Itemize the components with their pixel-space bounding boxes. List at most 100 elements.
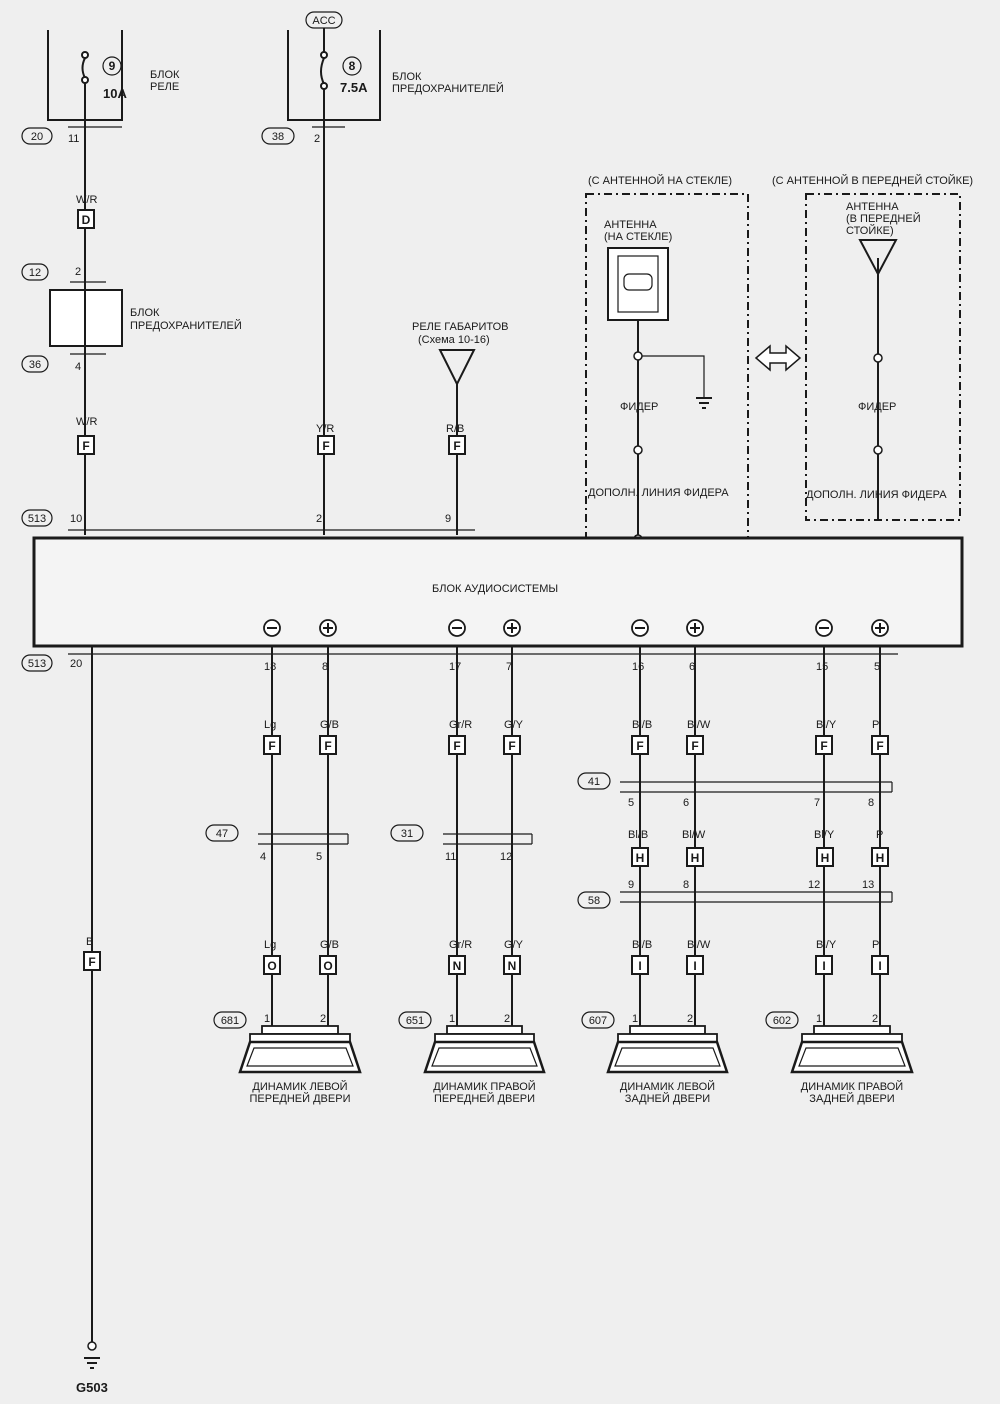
channel-4-bottom-wire-2: P [872,939,879,951]
conn58-pin-12: 12 [808,879,820,891]
parking-relay-label1: РЕЛЕ ГАБАРИТОВ [412,321,509,333]
fuse-block2-pin-bottom: 4 [75,361,81,373]
channel-3-speaker-connector: 607 [589,1015,607,1027]
minus-symbol-2 [448,619,466,637]
relay-fuse-rating: 10A [103,86,127,101]
channel-2-bottom-wire-1: Gr/R [449,939,472,951]
channel-2-pin-2: 7 [506,661,512,673]
channel-4-speaker-pin-1: 1 [816,1013,822,1025]
wire-yr: Y/R [316,423,334,435]
channel-1-conn-f-label-1: F [268,739,275,753]
conn41-pin-5: 5 [628,797,634,809]
acc-fuse-rating: 7.5A [340,80,368,95]
audio-unit: БЛОК АУДИОСИСТЕМЫ [32,536,964,648]
channel-3-speaker-pin-1: 1 [632,1013,638,1025]
wire-rb: R/B [446,423,464,435]
antenna-glass-extra-feeder: ДОПОЛН. ЛИНИЯ ФИДЕРА [588,487,729,499]
channel-2-speaker-connector: 651 [406,1015,424,1027]
parking-relay-label2: (Схема 10-16) [418,334,490,346]
conn58-pin-13: 13 [862,879,874,891]
channel-1-conn-bottom-label-1: O [267,959,276,973]
channel-2-speaker-pin-2: 2 [504,1013,510,1025]
channel-3-pin-2: 6 [689,661,695,673]
fuse-block-acc: ACC 8 7.5A БЛОК ПРЕДОХРАНИТЕЛЕЙ 38 2 [261,11,504,145]
rear-mid-wire-4: P [876,829,883,841]
channel-2-name-1: ДИНАМИК ПРАВОЙ [433,1080,535,1093]
antenna-pillar-label3: СТОЙКЕ) [846,224,894,237]
channel-3-name-2: ЗАДНЕЙ ДВЕРИ [625,1092,710,1105]
channel-2-name-2: ПЕРЕДНЕЙ ДВЕРИ [434,1092,535,1105]
antenna-glass-panel: (С АНТЕННОЙ НА СТЕКЛЕ) АНТЕННА (НА СТЕКЛ… [585,174,749,557]
channel-2-wire-1: Gr/R [449,719,472,731]
antenna-pillar-feeder: ФИДЕР [858,401,896,413]
plus-symbol-1 [319,619,337,637]
ground-connector-f: F [88,955,95,969]
antenna-glass-feeder: ФИДЕР [620,401,658,413]
channel-2-mid-connector: 31 [401,828,413,840]
channel-4-conn-bottom-2 [871,955,889,975]
channel-3-conn-bottom-1 [631,955,649,975]
channel-3-conn-f-label-2: F [691,739,698,753]
channel-2-conn-bottom-label-1: N [453,959,462,973]
rear-conn-h-3: H [821,851,830,865]
channel-3-conn-f-2 [686,735,704,755]
fuse-block2-label2: ПРЕДОХРАНИТЕЛЕЙ [130,319,242,332]
channel-3-pin-1: 16 [632,661,644,673]
channel-2-conn-f-2 [503,735,521,755]
channel-2-wire-2: G/Y [504,719,524,731]
channel-2-conn-bottom-2 [503,955,521,975]
channel-3-wire-1: Bl/B [632,719,652,731]
channel-2-pin-1: 17 [449,661,461,673]
conn58-pin-9: 9 [628,879,634,891]
relay-block-label2: РЕЛЕ [150,81,179,93]
wire-wr: W/R [76,416,97,428]
relay-block: 9 10A БЛОК РЕЛЕ 20 11 [21,30,180,145]
channel-1-conn-bottom-2 [319,955,337,975]
channel-4-speaker-pin-2: 2 [872,1013,878,1025]
speaker-icon-3 [606,1025,729,1074]
channel-3-wire-2: Bl/W [687,719,711,731]
antenna-pillar-extra-feeder: ДОПОЛН. ЛИНИЯ ФИДЕРА [806,489,947,501]
connector-58: 58 9 8 12 13 [577,879,893,909]
channel-4-wire-1: Bl/Y [816,719,837,731]
speaker-icon-2 [423,1025,546,1074]
relay-connector: 20 [31,131,43,143]
fuse-block2-label1: БЛОК [130,307,160,319]
channel-3-name-1: ДИНАМИК ЛЕВОЙ [620,1080,715,1093]
channel-4-conn-bottom-1 [815,955,833,975]
channel-3-conn-bottom-label-2: I [693,959,696,973]
rear-mid-wire-2: Bl/W [682,829,706,841]
antenna-glass-title: (С АНТЕННОЙ НА СТЕКЛЕ) [588,174,732,187]
acc-pin: 2 [314,133,320,145]
rear-mid-wire-1: Bl/B [628,829,648,841]
antenna-glass-label1: АНТЕННА [604,219,657,231]
fuse-block2-pin-top: 2 [75,266,81,278]
polarity-symbols [263,619,889,637]
channel-1-conn-bottom-label-2: O [323,959,332,973]
channel-2-conn-f-label-1: F [453,739,460,753]
channel-1-bottom-wire-1: Lg [264,939,276,951]
channel-4-conn-bottom-label-2: I [878,959,881,973]
acc-label: ACC [312,15,335,27]
audio-pin-9: 9 [445,513,451,525]
rear-middle-wires: Bl/B H Bl/W H Bl/Y H P H [628,829,889,867]
channel-4-conn-f-2 [871,735,889,755]
speaker-icon-4 [790,1025,914,1074]
channel-3-bottom-wire-1: Bl/B [632,939,652,951]
minus-symbol-4 [815,619,833,637]
channel-3-bottom-wire-2: Bl/W [687,939,711,951]
antenna-glass-label2: (НА СТЕКЛЕ) [604,231,672,243]
channel-2-mid-pin-2: 12 [500,851,512,863]
channel-1-mid-connector: 47 [216,828,228,840]
channel-1-name-2: ПЕРЕДНЕЙ ДВЕРИ [250,1092,351,1105]
channel-4-speaker-connector: 602 [773,1015,791,1027]
channel-2-conn-f-1 [448,735,466,755]
connector-f-yr: F [322,439,329,453]
acc-fuse-label1: БЛОК [392,71,422,83]
ground-name: G503 [76,1380,108,1395]
audio-connector-top: 513 [28,513,46,525]
wire-wr-top: W/R [76,194,97,206]
